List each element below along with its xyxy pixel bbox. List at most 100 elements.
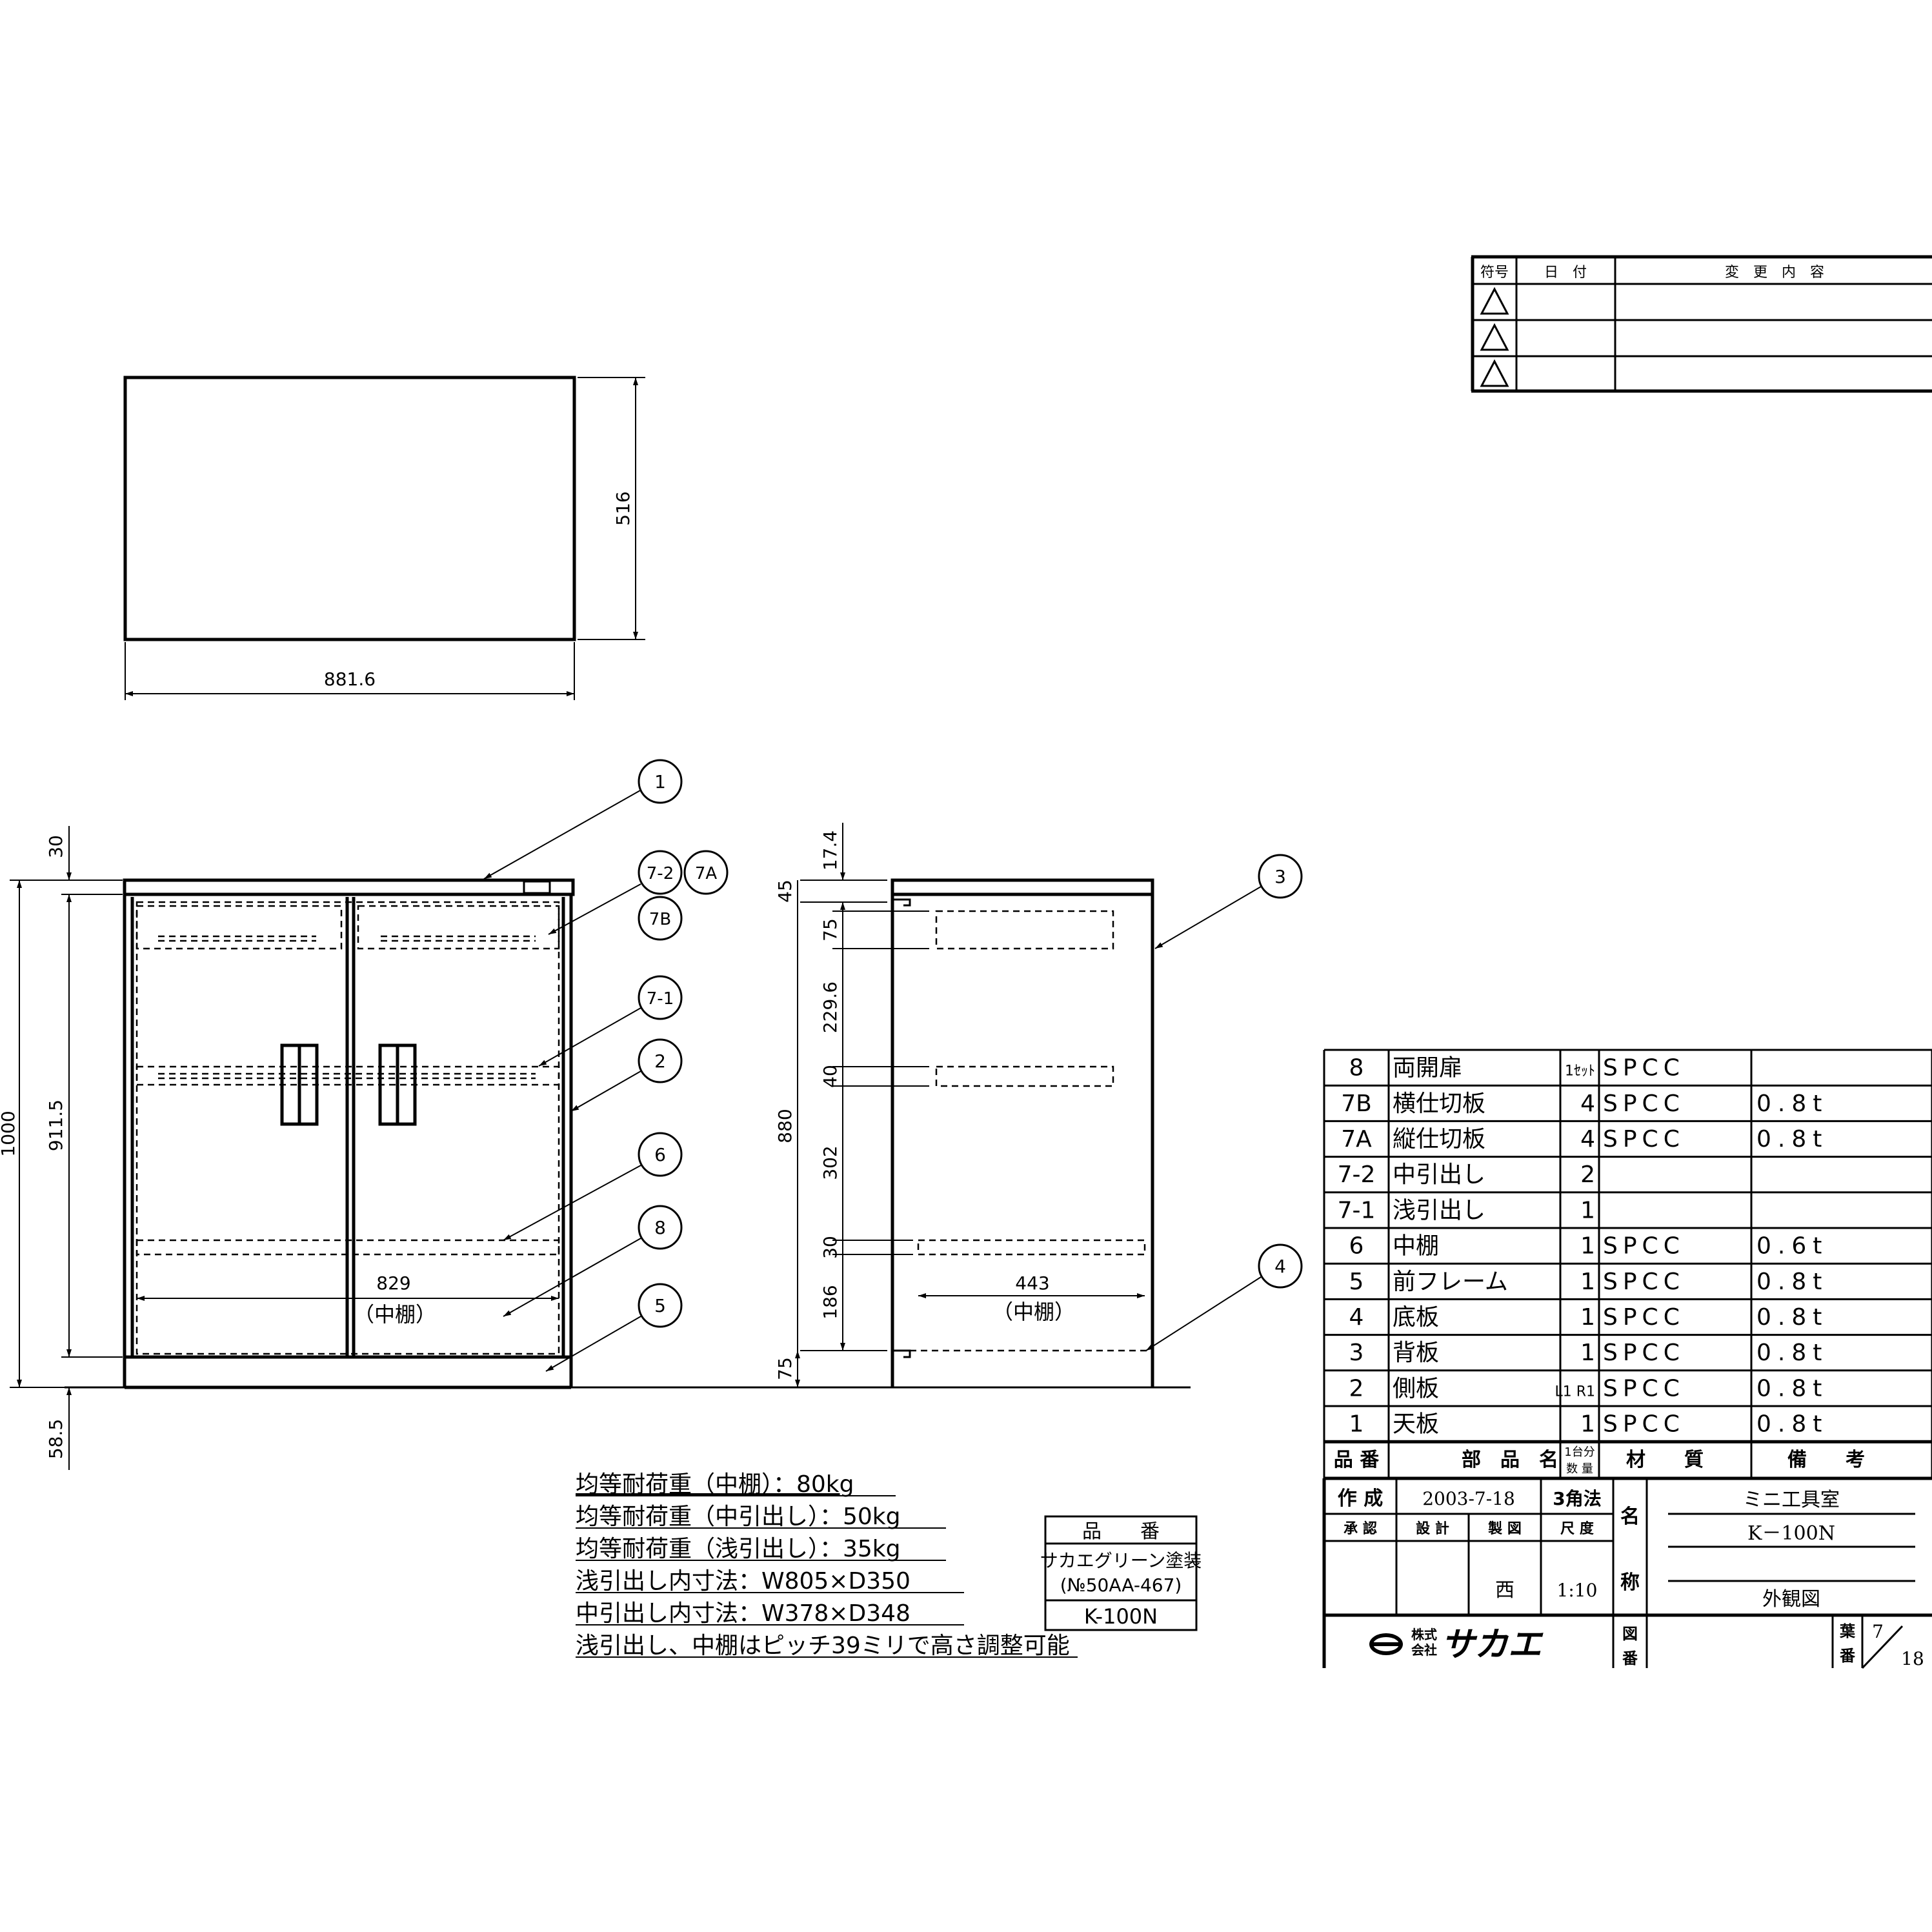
part-number: 2 <box>1349 1375 1364 1402</box>
balloon-6: 6 <box>654 1144 666 1165</box>
part-remarks: 0.8t <box>1756 1269 1828 1295</box>
company-name: サカエ <box>1441 1625 1544 1664</box>
note-line: 均等耐荷重（中引出し）：50kg <box>576 1504 901 1530</box>
side-dim-880: 880 <box>774 1109 796 1143</box>
side-dim-45: 45 <box>774 880 796 903</box>
scale-value: 1:10 <box>1557 1580 1598 1601</box>
side-dim-30: 30 <box>820 1236 841 1259</box>
rev-header-symbol: 符号 <box>1480 265 1509 281</box>
revision-triangle-icon <box>1480 323 1509 351</box>
side-dimension-chain: 17.4 45 75 229.6 40 880 302 30 186 75 <box>774 823 929 1388</box>
note-line: 浅引出し内寸法：W805×D350 <box>576 1568 911 1595</box>
part-remarks: 0.8t <box>1756 1411 1828 1438</box>
part-number: 7A <box>1341 1126 1372 1152</box>
side-dim-40: 40 <box>820 1065 841 1088</box>
rev-header-content: 変 更 内 容 <box>1725 265 1824 281</box>
revision-table: 符号 日 付 変 更 内 容 <box>1471 255 1932 393</box>
sheet-number: 7 <box>1872 1621 1884 1642</box>
part-remarks: 0.8t <box>1756 1126 1828 1152</box>
front-shelf-width-dimension: 829 <box>376 1273 410 1294</box>
part-material: SPCC <box>1603 1126 1685 1152</box>
sheet-total: 18 <box>1901 1648 1924 1669</box>
part-number: 7-2 <box>1338 1162 1376 1188</box>
part-material: SPCC <box>1603 1375 1685 1402</box>
dwg-label-2: 番 <box>1622 1649 1638 1667</box>
revision-triangle-icon <box>1480 287 1509 315</box>
made-date: 2003-7-18 <box>1422 1488 1515 1509</box>
part-qty: 2 <box>1580 1162 1595 1188</box>
top-depth-dimension: 516 <box>612 491 634 525</box>
title-block: 作 成 2003-7-18 3角法 承 認 設 計 製 図 尺 度 西 1:10… <box>1322 1476 1932 1669</box>
revision-triangle-icon <box>1480 359 1509 387</box>
part-name: 浅引出し <box>1393 1197 1485 1223</box>
side-dim-75: 75 <box>820 918 841 941</box>
part-material: SPCC <box>1603 1091 1685 1117</box>
part-number: 6 <box>1349 1233 1364 1260</box>
part-material: SPCC <box>1603 1233 1685 1260</box>
balloon-1: 1 <box>654 771 666 792</box>
balloon-5: 5 <box>654 1295 666 1316</box>
company-prefix-1: 株式 <box>1411 1627 1437 1642</box>
part-name: 縦仕切板 <box>1393 1126 1485 1152</box>
notes: 均等耐荷重（中棚）：80kg 均等耐荷重（中引出し）：50kg 均等耐荷重（浅引… <box>576 1471 1078 1659</box>
side-dim-186: 186 <box>820 1285 841 1319</box>
part-remarks: 0.8t <box>1756 1340 1828 1366</box>
product-code-box: 品 番 サカエグリーン塗装 (№50AA-467) K-100N <box>1040 1515 1202 1631</box>
part-qty: 1 <box>1580 1197 1595 1223</box>
part-number: 8 <box>1349 1055 1364 1082</box>
side-dim-302: 302 <box>820 1145 841 1180</box>
parts-header-name: 部 品 名 <box>1462 1449 1558 1471</box>
company-prefix-2: 会社 <box>1411 1642 1437 1658</box>
part-qty: L1 R1 <box>1555 1384 1595 1400</box>
part-name: 中棚 <box>1393 1233 1439 1260</box>
top-width-dimension: 881.6 <box>324 669 376 690</box>
balloon-7A: 7A <box>695 864 718 883</box>
side-shelf-label: （中棚） <box>992 1300 1075 1324</box>
part-qty: 1ｾｯﾄ <box>1565 1063 1595 1080</box>
part-qty: 1 <box>1580 1233 1595 1260</box>
side-shelf-depth-dimension: 443 <box>1015 1273 1049 1294</box>
front-shelf-label: （中棚） <box>354 1302 436 1327</box>
part-qty: 4 <box>1580 1091 1595 1117</box>
part-qty: 1 <box>1580 1304 1595 1331</box>
part-remarks: 0.8t <box>1756 1375 1828 1402</box>
front-inner-height-dimension: 911.5 <box>45 1100 66 1151</box>
balloon-8: 8 <box>654 1217 666 1238</box>
top-view: 881.6 516 <box>123 376 645 700</box>
name-label-1: 名 <box>1620 1505 1640 1528</box>
part-material: SPCC <box>1603 1269 1685 1295</box>
note-line: 均等耐荷重（浅引出し）：35kg <box>576 1536 901 1562</box>
part-material: SPCC <box>1603 1411 1685 1438</box>
parts-header-qty-2: 数 量 <box>1566 1462 1593 1476</box>
scale-label: 尺 度 <box>1560 1520 1595 1537</box>
balloon-2: 2 <box>654 1051 666 1072</box>
part-name: 天板 <box>1393 1411 1439 1438</box>
part-qty: 1 <box>1580 1340 1595 1366</box>
part-number: 3 <box>1349 1340 1364 1366</box>
balloon-7-1: 7-1 <box>647 989 674 1009</box>
part-qty: 1 <box>1580 1269 1595 1295</box>
part-name: 横仕切板 <box>1393 1091 1485 1117</box>
part-name: 背板 <box>1393 1340 1439 1366</box>
made-label: 作 成 <box>1338 1487 1383 1510</box>
part-name: 両開扉 <box>1393 1055 1462 1082</box>
sheet-label-1: 葉 <box>1839 1622 1856 1640</box>
side-dim-17.4: 17.4 <box>820 830 841 870</box>
note-line: 浅引出し、中棚はピッチ39ミリで高さ調整可能 <box>576 1633 1070 1659</box>
front-total-height-dimension: 1000 <box>0 1111 19 1156</box>
balloon-3: 3 <box>1274 866 1286 887</box>
drawing-name-line1: ミニ工具室 <box>1743 1489 1840 1511</box>
balloon-7-2: 7-2 <box>647 864 674 883</box>
product-paint-line1: サカエグリーン塗装 <box>1040 1550 1202 1571</box>
draw-label: 製 図 <box>1487 1520 1522 1537</box>
sheet-label-2: 番 <box>1839 1647 1856 1665</box>
product-paint-line2: (№50AA-467) <box>1060 1575 1182 1596</box>
name-label-2: 称 <box>1620 1571 1640 1594</box>
part-number: 1 <box>1349 1411 1364 1438</box>
part-remarks: 0.8t <box>1756 1091 1828 1117</box>
front-top-dimension: 30 <box>45 835 66 858</box>
product-box-header: 品 番 <box>1082 1520 1160 1543</box>
part-qty: 1 <box>1580 1411 1595 1438</box>
part-material: SPCC <box>1603 1340 1685 1366</box>
